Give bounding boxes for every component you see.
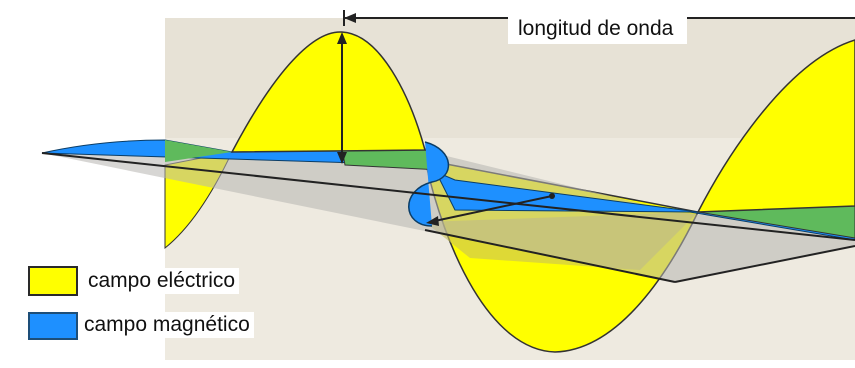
vector-tip-dot <box>549 193 555 199</box>
wavelength-bracket-arrowhead <box>344 13 356 23</box>
magnetic-vector-arrowhead <box>426 216 439 226</box>
shadow-plane-edge-right <box>674 245 855 283</box>
legend-electric-swatch <box>28 266 78 296</box>
magnetic-field-ribbon <box>41 137 855 241</box>
magnetic-vector-arrow <box>429 195 553 223</box>
amplitude-arrowhead-bottom <box>337 152 347 164</box>
legend-magnetic-label: campo magnético <box>80 312 254 338</box>
wavelength-label: longitud de onda <box>508 14 688 44</box>
legend-electric-label: campo eléctrico <box>84 268 240 294</box>
electric-field-lobe-above-right <box>696 39 855 213</box>
propagation-axis <box>41 152 855 241</box>
magnetic-field-curve <box>408 141 450 227</box>
shadow-plane-edge <box>424 229 676 283</box>
legend-magnetic-swatch <box>28 312 78 340</box>
shadow-plane <box>42 150 855 282</box>
amplitude-arrowhead-top <box>337 32 347 44</box>
field-overlap-left <box>165 140 232 162</box>
